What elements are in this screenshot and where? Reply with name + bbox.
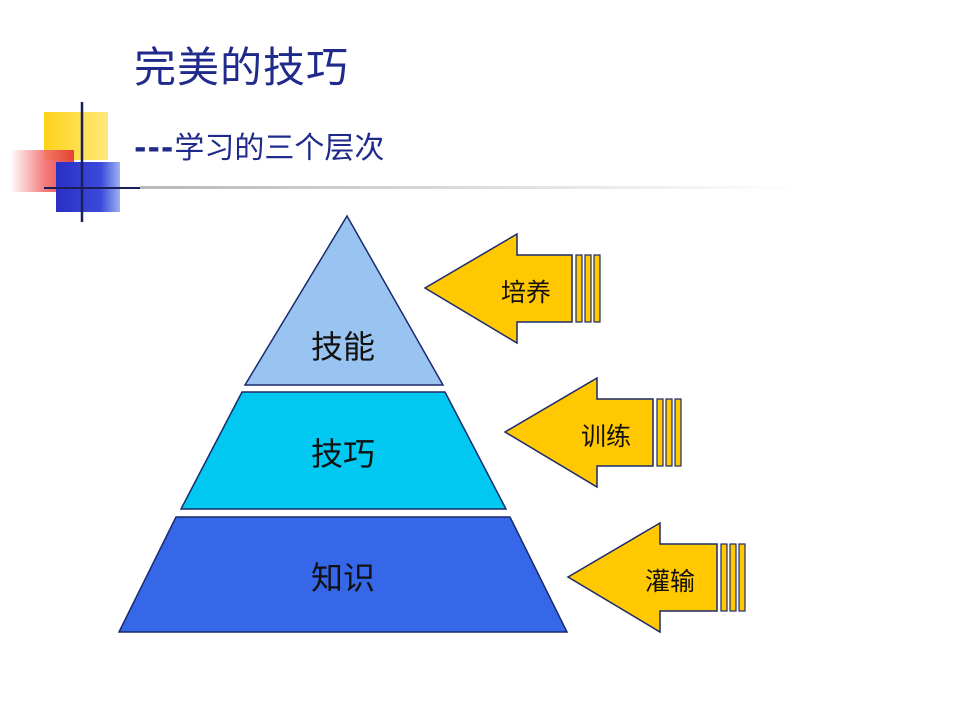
arrow-instill-label: 灌输 xyxy=(645,567,695,596)
arrow-training-bar-3 xyxy=(674,398,682,467)
arrow-training: 训练 xyxy=(503,376,682,489)
arrow-cultivate-bar-1 xyxy=(575,254,583,323)
arrow-instill-bar-3 xyxy=(738,543,746,612)
arrow-cultivate-body xyxy=(423,232,573,345)
slide-title: 完美的技巧 xyxy=(134,43,350,92)
title-underline xyxy=(140,186,800,189)
corner-decoration xyxy=(10,102,140,222)
arrow-instill-body xyxy=(566,521,718,634)
arrow-instill-bar-1 xyxy=(720,543,728,612)
pyramid: 技能 技巧 知识 xyxy=(117,214,569,633)
pyramid-level-knowledge xyxy=(117,516,569,633)
slide-subtitle: ---学习的三个层次 xyxy=(134,132,384,165)
arrow-cultivate-label: 培养 xyxy=(501,278,551,307)
title-rule xyxy=(140,186,800,189)
pyramid-label-technique: 技巧 xyxy=(311,435,375,473)
arrow-cultivate-bar-2 xyxy=(584,254,592,323)
pyramid-label-knowledge: 知识 xyxy=(311,559,375,597)
arrow-training-bar-2 xyxy=(665,398,673,467)
pyramid-label-skill: 技能 xyxy=(311,328,375,366)
arrow-cultivate: 培养 xyxy=(423,232,601,345)
arrow-training-label: 训练 xyxy=(581,422,631,451)
arrow-instill-bar-2 xyxy=(729,543,737,612)
pyramid-level-technique xyxy=(179,391,508,510)
subtitle-dashes: --- xyxy=(134,131,175,166)
arrow-training-body xyxy=(503,376,654,489)
subtitle-text: 学习的三个层次 xyxy=(174,131,385,166)
arrow-training-bar-1 xyxy=(656,398,664,467)
arrow-instill: 灌输 xyxy=(566,521,746,634)
arrow-cultivate-bar-3 xyxy=(593,254,601,323)
pyramid-level-skill xyxy=(243,214,445,386)
